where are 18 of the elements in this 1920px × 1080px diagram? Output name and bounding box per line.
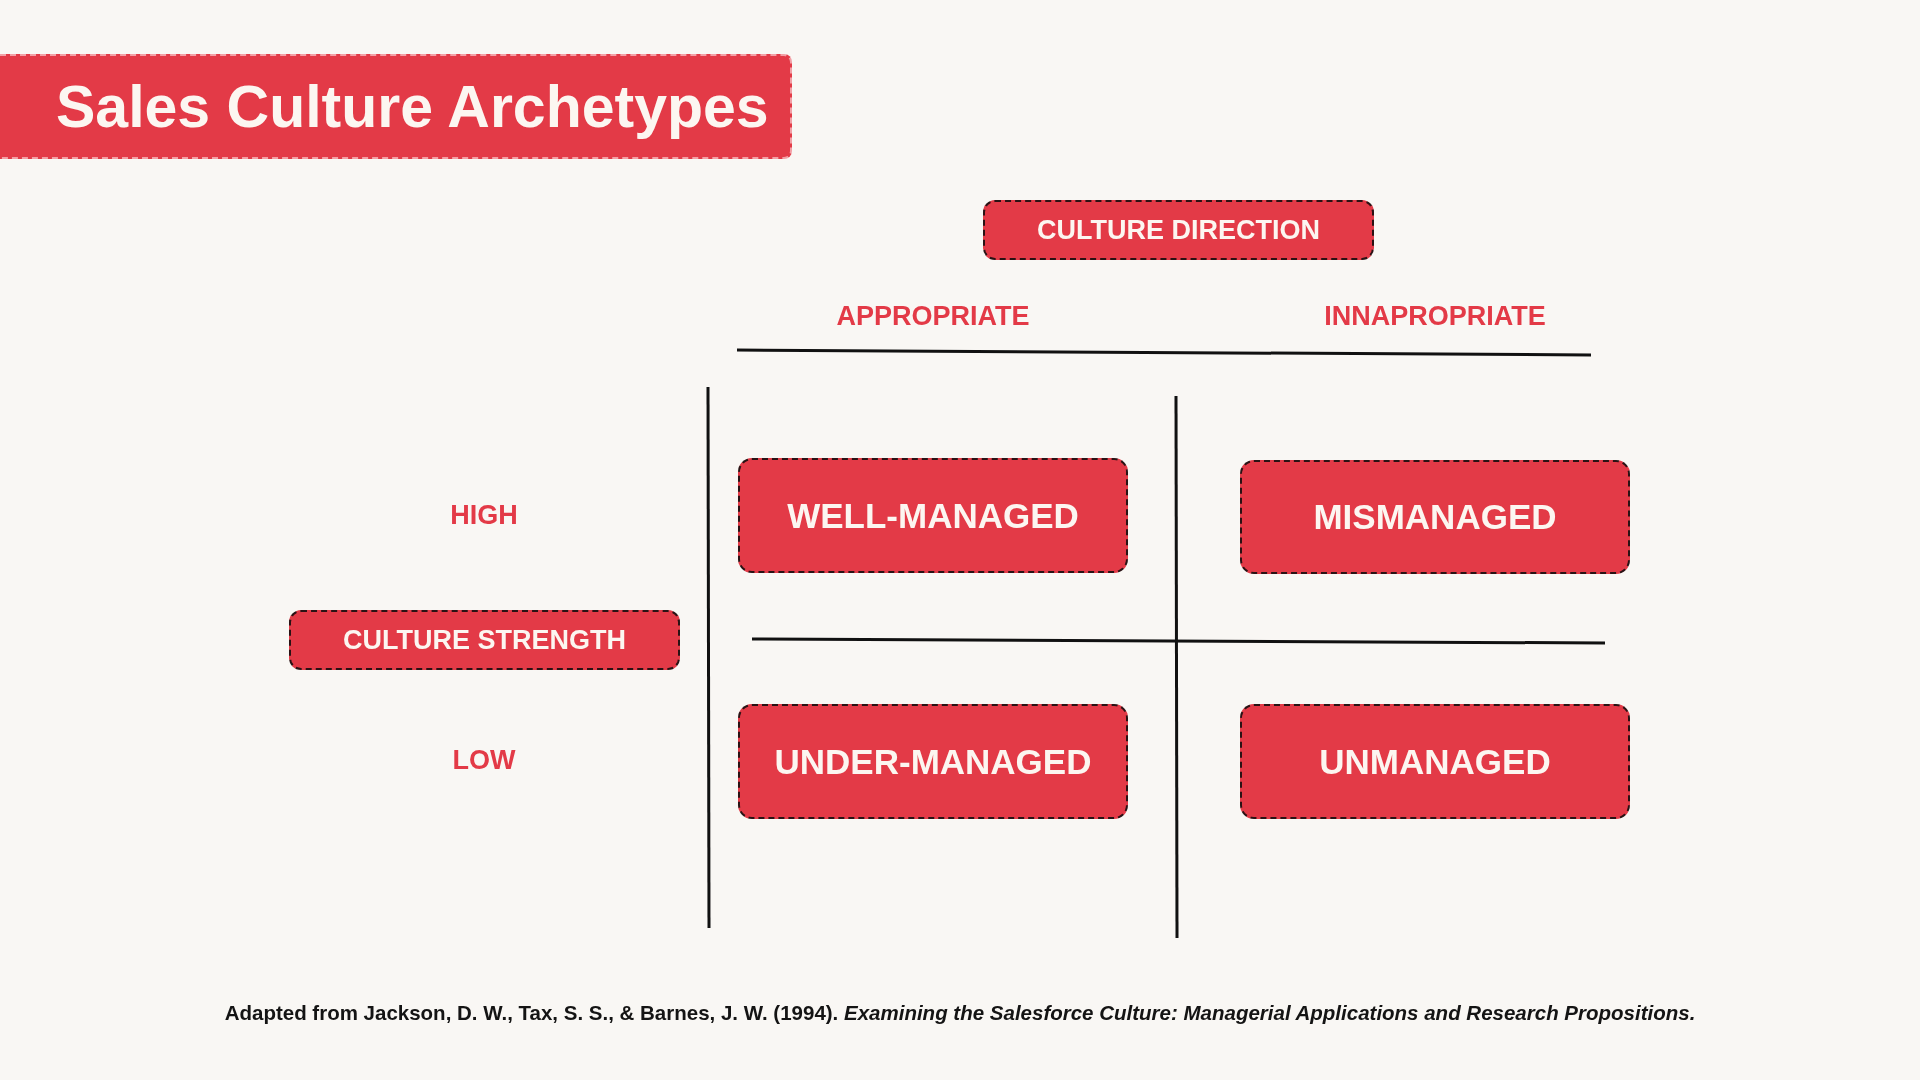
quadrant-title: WELL-MANAGED — [787, 495, 1079, 536]
source-citation: Adapted from Jackson, D. W., Tax, S. S., & Barnes, J. W. (1994). Examining the Salesforce Culture: Managerial Applications and Research Propositions. — [224, 1001, 1696, 1025]
column-label: APPROPRIATE — [836, 300, 1030, 332]
axis-title-box — [983, 200, 1374, 260]
quadrant-title: MISMANAGED — [1313, 497, 1557, 537]
quadrant-box — [1240, 704, 1630, 819]
row-label: LOW — [452, 744, 516, 776]
quadrant-title: UNMANAGED — [1319, 741, 1551, 782]
quadrant-box — [1240, 460, 1630, 574]
axis-title: CULTURE STRENGTH — [343, 624, 626, 656]
quadrant-title: UNDER-MANAGED — [774, 741, 1092, 782]
row-label: HIGH — [450, 499, 518, 531]
axis-title: CULTURE DIRECTION — [1037, 214, 1320, 246]
title-banner: Sales Culture Archetypes — [0, 54, 792, 159]
quadrant-box — [738, 458, 1128, 573]
column-label: INNAPROPRIATE — [1324, 300, 1546, 332]
quadrant-box — [738, 704, 1128, 819]
axis-title-box — [289, 610, 680, 670]
